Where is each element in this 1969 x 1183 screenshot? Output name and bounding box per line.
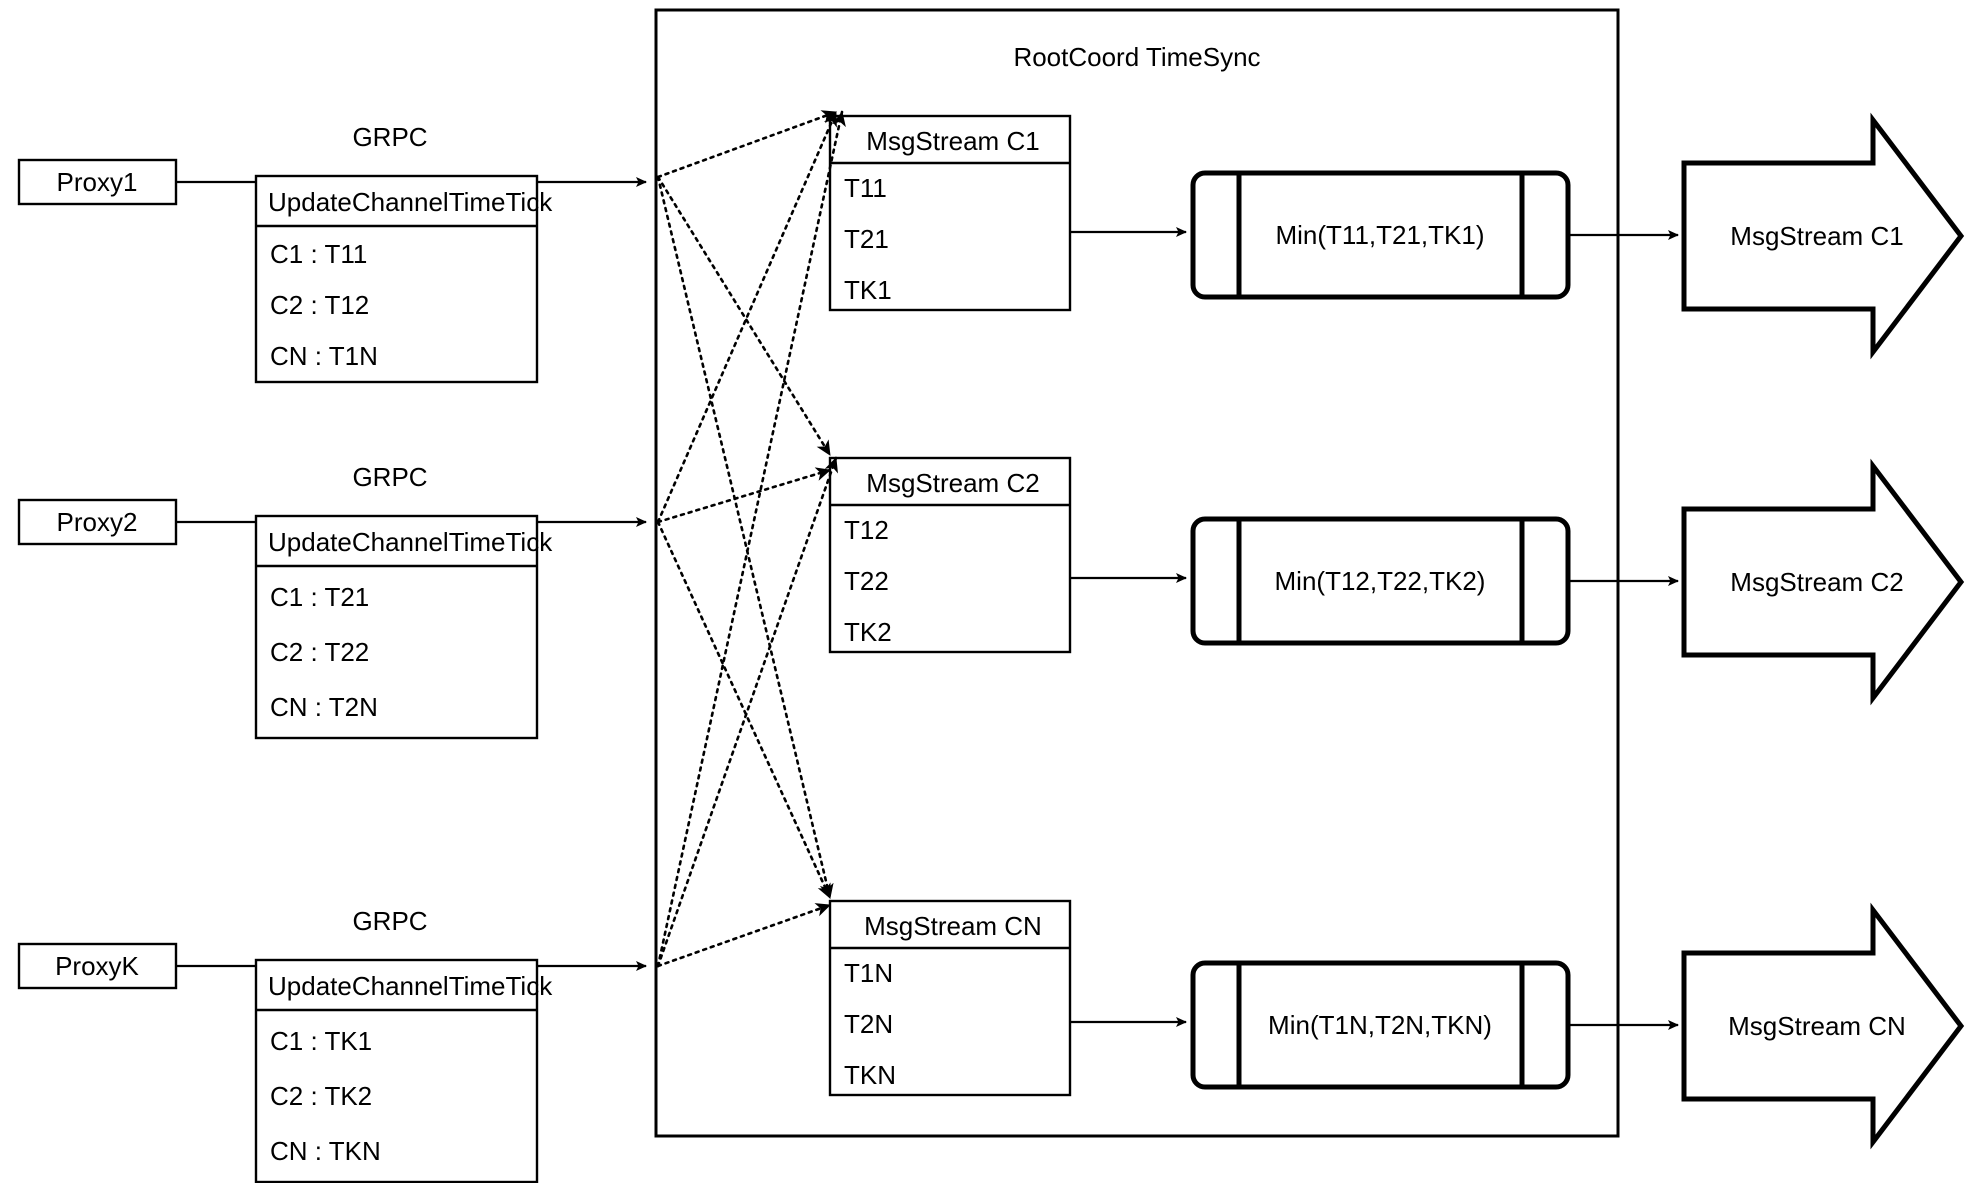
request-header-3: UpdateChannelTimeTick — [268, 971, 553, 1001]
msgstream-header-1: MsgStream C1 — [866, 126, 1039, 156]
request-entry-2-1: C2 : T22 — [270, 637, 369, 667]
output-arrow-shape-1 — [1681, 112, 1965, 360]
dotted-connector-p1-c1 — [656, 110, 838, 179]
output-arrow-1: MsgStream C1 — [1681, 112, 1965, 360]
request-entry-1-2: CN : T1N — [270, 341, 378, 371]
process-label-1: Min(T11,T21,TK1) — [1275, 220, 1484, 250]
rootcoord-timesync-frame — [654, 8, 1620, 1138]
msgstream-box-2: MsgStream C2 T12 T22 TK2 — [828, 456, 1072, 654]
dotted-connector-p2-cn — [656, 520, 832, 900]
proxy-box-3[interactable]: ProxyK — [17, 942, 178, 990]
process-box-3: Min(T1N,T2N,TKN) — [1190, 960, 1571, 1090]
output-arrow-shape-3 — [1681, 902, 1965, 1150]
update-channel-timetick-box-1: UpdateChannelTimeTick C1 : T11 C2 : T12 … — [254, 174, 553, 384]
msgstream-entry-3-1: T2N — [844, 1009, 893, 1039]
msgstream-header-3: MsgStream CN — [864, 911, 1042, 941]
grpc-label-2: GRPC — [352, 462, 427, 492]
request-entry-1-1: C2 : T12 — [270, 290, 369, 320]
msgstream-entry-1-0: T11 — [844, 173, 887, 203]
output-label-2: MsgStream C2 — [1730, 567, 1903, 597]
dotted-connector-p3-c2 — [656, 456, 838, 968]
output-label-3: MsgStream CN — [1728, 1011, 1906, 1041]
dotted-connector-p2-c2 — [656, 467, 832, 524]
request-box-rect-3 — [254, 958, 539, 1183]
msgstream-entry-2-1: T22 — [844, 566, 889, 596]
grpc-label-1: GRPC — [352, 122, 427, 152]
proxy-box-rect-1 — [17, 158, 178, 206]
request-entry-2-0: C1 : T21 — [270, 582, 369, 612]
request-header-2: UpdateChannelTimeTick — [268, 527, 553, 557]
request-header-1: UpdateChannelTimeTick — [268, 187, 553, 217]
process-label-2: Min(T12,T22,TK2) — [1275, 566, 1486, 596]
msgstream-header-2: MsgStream C2 — [866, 468, 1039, 498]
request-box-rect-2 — [254, 514, 539, 740]
process-label-3: Min(T1N,T2N,TKN) — [1268, 1010, 1492, 1040]
update-channel-timetick-box-2: UpdateChannelTimeTick C1 : T21 C2 : T22 … — [254, 514, 553, 740]
dotted-connector-p1-cn — [656, 175, 834, 900]
msgstream-box-rect-2 — [828, 456, 1072, 654]
proxy-label-2: Proxy2 — [57, 507, 138, 537]
dotted-connector-p1-c2 — [656, 175, 832, 457]
output-label-1: MsgStream C1 — [1730, 221, 1903, 251]
grpc-label-3: GRPC — [352, 906, 427, 936]
proxy-label-1: Proxy1 — [57, 167, 138, 197]
request-entry-1-0: C1 : T11 — [270, 239, 367, 269]
output-arrow-3: MsgStream CN — [1681, 902, 1965, 1150]
update-channel-timetick-box-3: UpdateChannelTimeTick C1 : TK1 C2 : TK2 … — [254, 958, 553, 1183]
msgstream-entry-2-0: T12 — [844, 515, 889, 545]
msgstream-entry-2-2: TK2 — [844, 617, 892, 647]
dotted-connector-p3-cn — [656, 903, 832, 968]
request-box-rect-1 — [254, 174, 539, 384]
request-entry-3-0: C1 : TK1 — [270, 1026, 372, 1056]
page-title: RootCoord TimeSync — [1013, 42, 1260, 72]
request-entry-3-1: C2 : TK2 — [270, 1081, 372, 1111]
msgstream-box-rect-3 — [828, 899, 1072, 1097]
proxy-box-2[interactable]: Proxy2 — [17, 498, 178, 546]
msgstream-box-1: MsgStream C1 T11 T21 TK1 — [828, 114, 1072, 312]
msgstream-entry-3-2: TKN — [844, 1060, 896, 1090]
msgstream-entry-1-1: T21 — [844, 224, 889, 254]
request-entry-3-2: CN : TKN — [270, 1136, 381, 1166]
output-arrow-2: MsgStream C2 — [1681, 458, 1965, 706]
msgstream-box-3: MsgStream CN T1N T2N TKN — [828, 899, 1072, 1097]
process-box-1: Min(T11,T21,TK1) — [1190, 170, 1571, 300]
output-arrow-shape-2 — [1681, 458, 1965, 706]
proxy-box-1[interactable]: Proxy1 — [17, 158, 178, 206]
dotted-connector-p2-c1 — [656, 110, 838, 524]
dotted-connector-p3-c1 — [656, 110, 846, 968]
request-entry-2-2: CN : T2N — [270, 692, 378, 722]
msgstream-entry-1-2: TK1 — [844, 275, 892, 305]
msgstream-entry-3-0: T1N — [844, 958, 893, 988]
proxy-label-3: ProxyK — [55, 951, 139, 981]
process-box-2: Min(T12,T22,TK2) — [1190, 516, 1571, 646]
msgstream-box-rect-1 — [828, 114, 1072, 312]
